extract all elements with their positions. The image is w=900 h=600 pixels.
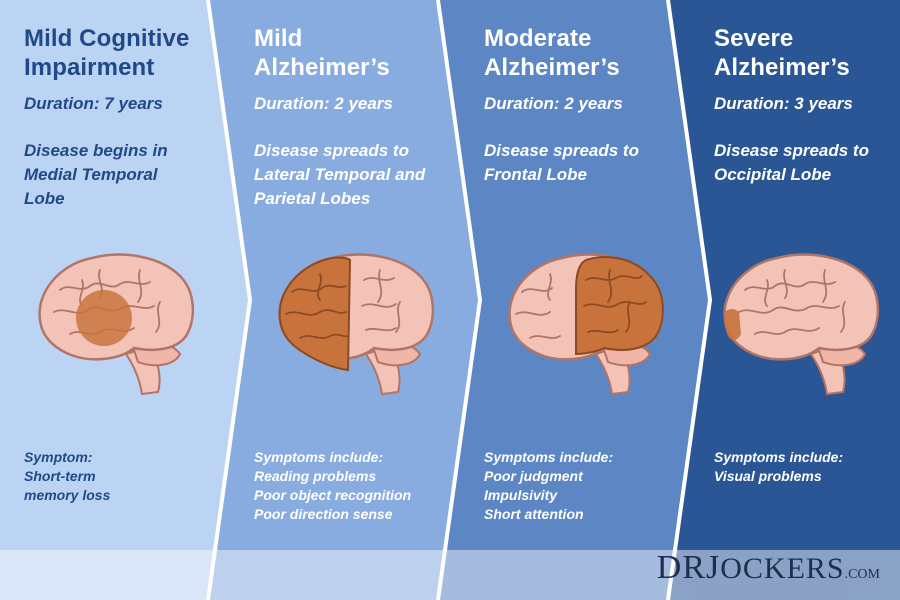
chevron-separator xyxy=(436,0,482,600)
stage-title: Moderate Alzheimer’s xyxy=(484,25,620,81)
stage-duration: Duration: 2 years xyxy=(254,94,393,113)
stage-symptoms: Symptoms include: Visual problems xyxy=(714,449,844,484)
stage-spread: Disease spreads to Occipital Lobe xyxy=(714,141,869,184)
brain-temporal-parietal-icon xyxy=(278,253,435,396)
stage-title: Mild Cognitive Impairment xyxy=(24,25,190,81)
brain-frontal-icon xyxy=(508,253,665,396)
stage-spread: Disease spreads to Lateral Temporal and … xyxy=(254,141,426,208)
chevron-separator xyxy=(666,0,712,600)
stage-symptoms: Symptoms include: Poor judgment Impulsiv… xyxy=(484,449,614,522)
stage-duration: Duration: 7 years xyxy=(24,94,163,113)
stage-symptoms: Symptom: Short-term memory loss xyxy=(24,449,111,503)
stage-title: Severe Alzheimer’s xyxy=(714,25,850,81)
logo-wordmark: DRJOCKERS.COM xyxy=(656,549,880,586)
chevron-separator xyxy=(206,0,252,600)
logo-tagline: SUPERCHARGE YOUR HEALTH xyxy=(695,589,842,599)
brain-occipital-icon xyxy=(723,253,880,396)
stage-duration: Duration: 3 years xyxy=(714,94,853,113)
stage-spread: Disease spreads to Frontal Lobe xyxy=(484,141,639,184)
brain-medial-temporal-icon xyxy=(38,253,195,396)
footer-strip xyxy=(0,550,900,600)
stage-duration: Duration: 2 years xyxy=(484,94,623,113)
drjockers-logo[interactable]: DRJOCKERS.COM SUPERCHARGE YOUR HEALTH xyxy=(656,549,880,600)
stage-title: Mild Alzheimer’s xyxy=(254,25,390,81)
stage-symptoms: Symptoms include: Reading problems Poor … xyxy=(254,449,412,522)
stage-mild: Mild Alzheimer’s Duration: 2 years Disea… xyxy=(254,0,454,600)
stage-spread: Disease begins in Medial Temporal Lobe xyxy=(24,141,168,208)
stage-moderate: Moderate Alzheimer’s Duration: 2 years D… xyxy=(484,0,684,600)
stage-severe: Severe Alzheimer’s Duration: 3 years Dis… xyxy=(714,0,894,600)
stage-mci: Mild Cognitive Impairment Duration: 7 ye… xyxy=(24,0,209,600)
